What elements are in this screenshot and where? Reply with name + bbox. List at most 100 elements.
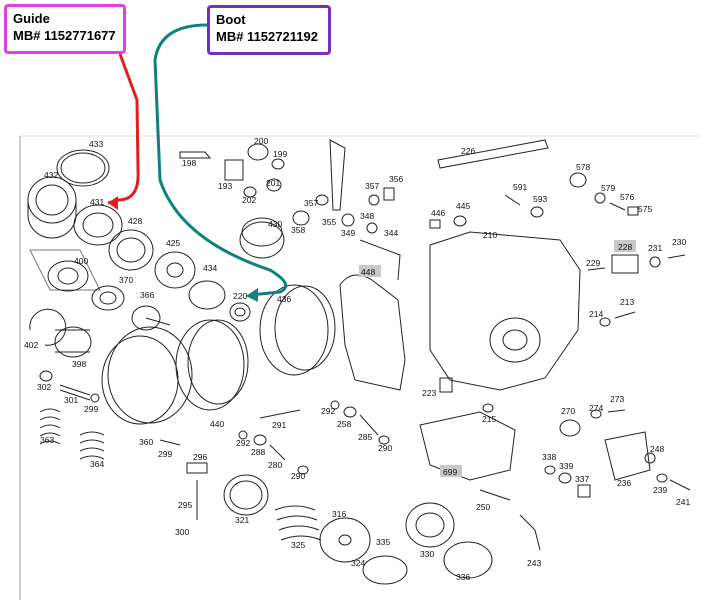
part-label: 325 [291,540,305,550]
boot-part-number: MB# 1152721192 [216,29,318,44]
part-label: 355 [322,217,336,227]
part-label: 339 [559,461,573,471]
part-label: 301 [64,395,78,405]
boot-title: Boot [216,12,246,27]
part-label: 440 [210,419,224,429]
part-label: 202 [242,195,256,205]
guide-arrow [107,53,140,205]
part-label: 402 [24,340,38,350]
highlight-228 [614,240,636,252]
part-label: 400 [74,256,88,266]
guide-arrow-head [108,196,118,210]
part-label: 324 [351,558,365,568]
guide-part-number: MB# 1152771677 [13,28,116,43]
part-label: 243 [527,558,541,568]
part-label: 337 [575,474,589,484]
part-label: 300 [175,527,189,537]
boot-arrow-head [246,288,258,302]
part-label: 335 [376,537,390,547]
part-label: 445 [456,201,470,211]
part-label: 270 [561,406,575,416]
part-label: 358 [291,225,305,235]
part-431-guide [73,204,123,246]
part-label: 446 [431,208,445,218]
part-label: 292 [236,438,250,448]
part-label: 434 [203,263,217,273]
part-label: 363 [40,435,54,445]
part-label: 436 [277,294,291,304]
part-label: 316 [332,509,346,519]
part-label: 425 [166,238,180,248]
part-label: 338 [542,452,556,462]
part-label: 213 [620,297,634,307]
part-label: 433 [89,139,103,149]
part-label: 430 [268,219,282,229]
part-label: 360 [139,437,153,447]
part-label: 273 [610,394,624,404]
part-label: 201 [266,178,280,188]
part-label: 591 [513,182,527,192]
part-label: 229 [586,258,600,268]
part-label: 357 [365,181,379,191]
part-label: 228 [618,242,632,252]
part-label: 200 [254,136,268,146]
part-label: 226 [461,146,475,156]
part-label: 220 [233,291,247,301]
part-label: 296 [193,452,207,462]
part-label: 285 [358,432,372,442]
part-label: 258 [337,419,351,429]
part-label: 336 [456,572,470,582]
part-label: 576 [620,192,634,202]
part-label: 431 [90,197,104,207]
part-label: 236 [617,478,631,488]
part-label: 230 [672,237,686,247]
part-label: 214 [589,309,603,319]
part-label: 193 [218,181,232,191]
part-label: 578 [576,162,590,172]
boot-callout: Boot MB# 1152721192 [207,5,331,55]
part-label: 321 [235,515,249,525]
part-label: 448 [361,267,375,277]
part-label: 579 [601,183,615,193]
part-label: 215 [482,414,496,424]
part-label: 295 [178,500,192,510]
part-label: 248 [650,444,664,454]
part-label: 274 [589,403,603,413]
part-label: 349 [341,228,355,238]
part-label: 699 [443,467,457,477]
part-label: 364 [90,459,104,469]
part-label: 432 [44,170,58,180]
part-label: 299 [158,449,172,459]
part-label: 239 [653,485,667,495]
part-label: 231 [648,243,662,253]
part-label: 288 [251,447,265,457]
part-label: 290 [291,471,305,481]
part-label: 366 [140,290,154,300]
guide-callout: Guide MB# 1152771677 [4,4,126,54]
part-label: 280 [268,460,282,470]
guide-title: Guide [13,11,50,26]
part-label: 370 [119,275,133,285]
part-label: 290 [378,443,392,453]
part-label: 199 [273,149,287,159]
part-label: 356 [389,174,403,184]
part-label: 302 [37,382,51,392]
part-220-boot [229,302,251,322]
part-label: 223 [422,388,436,398]
part-label: 357 [304,198,318,208]
part-label: 593 [533,194,547,204]
part-433-snap-ring [56,149,110,187]
part-label: 198 [182,158,196,168]
part-label: 250 [476,502,490,512]
highlight-699 [440,465,462,477]
part-label: 348 [360,211,374,221]
part-label: 210 [483,230,497,240]
highlight-448 [359,265,381,277]
part-label: 330 [420,549,434,559]
part-label: 428 [128,216,142,226]
boot-arrow [153,23,288,297]
part-label: 241 [676,497,690,507]
part-label: 299 [84,404,98,414]
